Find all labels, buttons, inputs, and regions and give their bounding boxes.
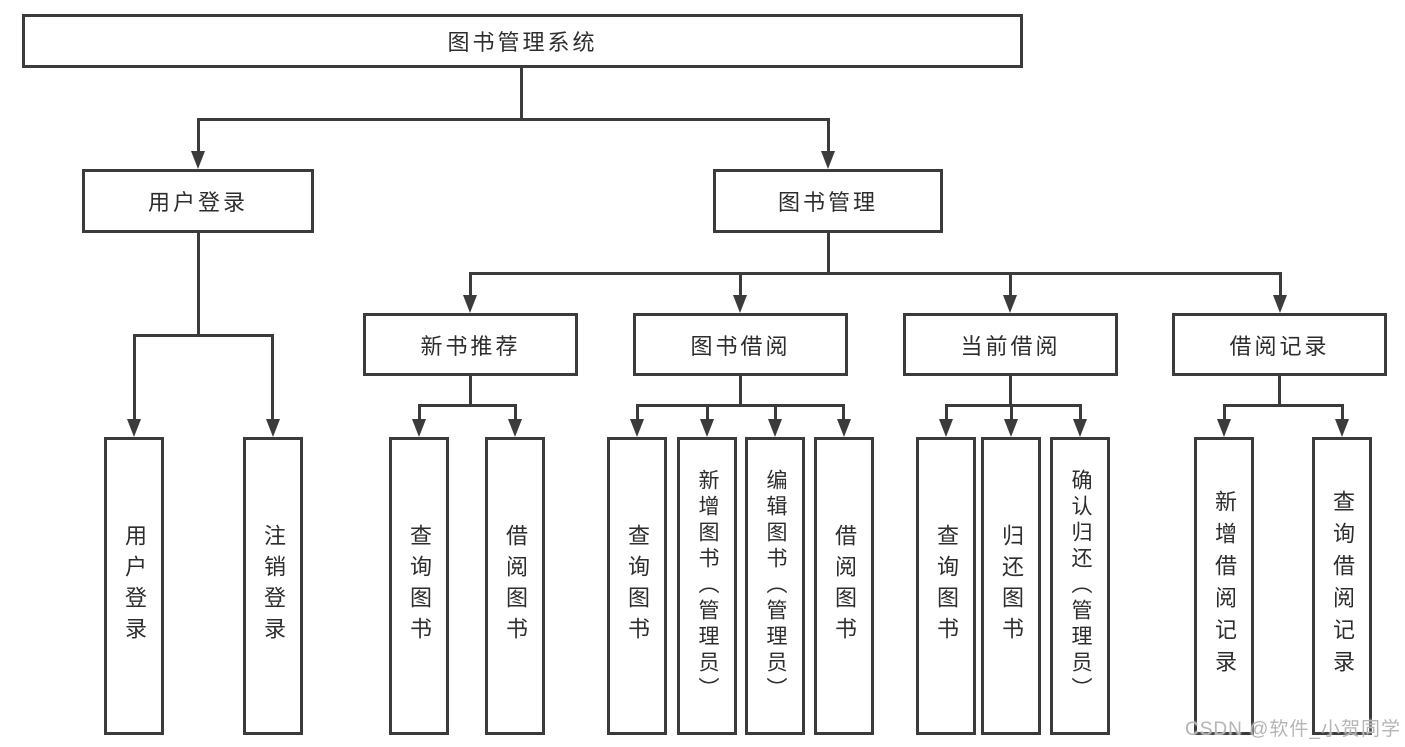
connector-userlogin-drop-2: [271, 334, 274, 420]
node-borrow-record: 借阅记录: [1172, 313, 1387, 376]
leaf-query-borrow-record-label: 查询借阅记录: [1330, 490, 1355, 682]
node-user-login-label: 用户登录: [147, 190, 248, 215]
connector-root-drop-right: [827, 118, 830, 153]
arrowhead-book-borrow: [733, 295, 747, 313]
node-new-book-rec-label: 新书推荐: [420, 333, 521, 359]
leaf-add-book-admin-label: 新增图书（管理员）: [696, 469, 719, 703]
leaf-confirm-return-admin: 确认归还（管理员）: [1050, 437, 1110, 735]
connector-current-stub: [1009, 376, 1012, 406]
connector-bookmgmt-drop-4: [1279, 272, 1282, 297]
leaf-borrow-borrow-book-label: 借阅图书: [832, 524, 857, 648]
node-current-borrow: 当前借阅: [903, 313, 1118, 376]
watermark: CSDN @软件_小贺同学: [1185, 719, 1401, 740]
leaf-rec-query-book: 查询图书: [389, 437, 449, 735]
arrowhead-user-login: [191, 151, 205, 169]
leaf-add-borrow-record: 新增借阅记录: [1194, 437, 1254, 735]
node-user-login: 用户登录: [82, 169, 314, 233]
connector-borrow-hline: [636, 404, 845, 407]
node-book-borrow-label: 图书借阅: [690, 333, 791, 359]
arrowhead-query-borrow-record: [1335, 419, 1349, 437]
connector-borrow-drop-2: [706, 404, 709, 421]
leaf-current-query-book: 查询图书: [916, 437, 976, 735]
node-root: 图书管理系统: [22, 14, 1023, 68]
arrowhead-rec-borrow-book: [508, 419, 522, 437]
leaf-query-borrow-record: 查询借阅记录: [1312, 437, 1372, 735]
leaf-edit-book-admin-label: 编辑图书（管理员）: [764, 469, 787, 703]
connector-record-hline: [1223, 404, 1344, 407]
connector-record-drop-2: [1341, 404, 1344, 421]
arrowhead-add-book-admin: [700, 419, 714, 437]
arrowhead-leaf-user-login: [127, 419, 141, 437]
connector-current-drop-3: [1079, 404, 1082, 421]
connector-bookmgmt-stub: [827, 233, 830, 274]
leaf-rec-borrow-book: 借阅图书: [485, 437, 545, 735]
node-new-book-rec: 新书推荐: [363, 313, 578, 376]
arrowhead-edit-book-admin: [768, 419, 782, 437]
node-borrow-record-label: 借阅记录: [1229, 333, 1330, 359]
node-current-borrow-label: 当前借阅: [960, 333, 1061, 359]
arrowhead-book-mgmt: [821, 151, 835, 169]
arrowhead-new-book-rec: [463, 295, 477, 313]
node-book-borrow: 图书借阅: [633, 313, 848, 376]
connector-current-drop-1: [945, 404, 948, 421]
connector-root-hline: [197, 118, 830, 121]
connector-bookmgmt-drop-2: [739, 272, 742, 297]
arrowhead-leaf-logout: [266, 419, 280, 437]
leaf-confirm-return-admin-label: 确认归还（管理员）: [1069, 469, 1092, 703]
connector-borrow-stub: [739, 376, 742, 406]
leaf-rec-query-book-label: 查询图书: [407, 524, 432, 648]
connector-root-stub: [520, 68, 523, 119]
connector-record-stub: [1278, 376, 1281, 406]
leaf-logout-label: 注销登录: [261, 524, 286, 648]
node-book-mgmt: 图书管理: [713, 169, 943, 233]
connector-rec-drop-1: [418, 404, 421, 421]
connector-record-drop-1: [1223, 404, 1226, 421]
connector-rec-drop-2: [514, 404, 517, 421]
connector-bookmgmt-drop-1: [469, 272, 472, 297]
connector-current-hline: [945, 404, 1082, 407]
leaf-borrow-query-book-label: 查询图书: [625, 524, 650, 648]
connector-userlogin-stub: [197, 233, 200, 334]
leaf-return-book: 归还图书: [981, 437, 1041, 735]
leaf-edit-book-admin: 编辑图书（管理员）: [745, 437, 805, 735]
connector-rec-stub: [469, 376, 472, 406]
connector-borrow-drop-1: [636, 404, 639, 421]
leaf-logout: 注销登录: [243, 437, 303, 735]
leaf-borrow-borrow-book: 借阅图书: [814, 437, 874, 735]
arrowhead-borrow-query-book: [630, 419, 644, 437]
node-book-mgmt-label: 图书管理: [777, 190, 878, 215]
leaf-return-book-label: 归还图书: [999, 524, 1024, 648]
arrowhead-return-book: [1004, 419, 1018, 437]
node-root-label: 图书管理系统: [447, 30, 598, 55]
connector-borrow-drop-4: [842, 404, 845, 421]
arrowhead-borrow-record: [1273, 295, 1287, 313]
arrowhead-rec-query-book: [412, 419, 426, 437]
arrowhead-add-borrow-record: [1217, 419, 1231, 437]
arrowhead-current-query-book: [939, 419, 953, 437]
connector-current-drop-2: [1010, 404, 1013, 421]
connector-bookmgmt-drop-3: [1009, 272, 1012, 297]
connector-userlogin-hline: [133, 334, 274, 337]
leaf-add-book-admin: 新增图书（管理员）: [677, 437, 737, 735]
connector-userlogin-drop-1: [133, 334, 136, 420]
leaf-user-login-label: 用户登录: [122, 524, 147, 648]
connector-root-drop-left: [197, 118, 200, 153]
leaf-current-query-book-label: 查询图书: [934, 524, 959, 648]
connector-borrow-drop-3: [774, 404, 777, 421]
leaf-user-login: 用户登录: [104, 437, 164, 735]
connector-rec-hline: [418, 404, 517, 407]
connector-bookmgmt-hline: [469, 272, 1281, 275]
arrowhead-confirm-return-admin: [1073, 419, 1087, 437]
leaf-borrow-query-book: 查询图书: [607, 437, 667, 735]
arrowhead-current-borrow: [1003, 295, 1017, 313]
leaf-add-borrow-record-label: 新增借阅记录: [1212, 490, 1237, 682]
arrowhead-borrow-borrow-book: [837, 419, 851, 437]
leaf-rec-borrow-book-label: 借阅图书: [503, 524, 528, 648]
